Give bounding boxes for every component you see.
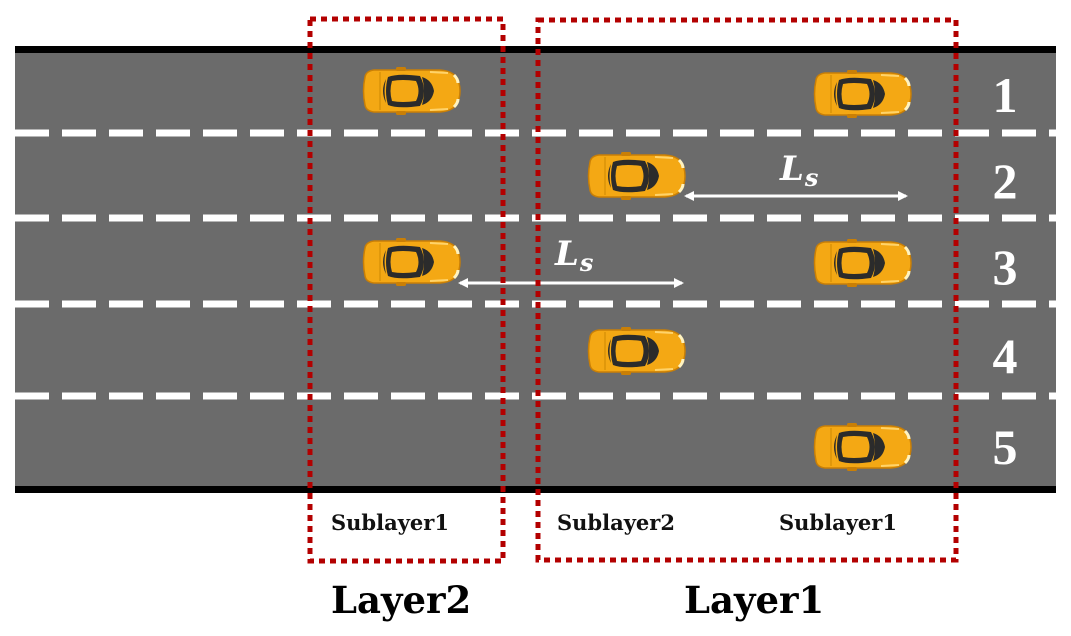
car — [362, 236, 462, 288]
lane-number-2: 2 — [992, 153, 1018, 209]
car — [362, 65, 462, 117]
sublayer-label-layer2: Sublayer1 — [331, 510, 449, 535]
sublayer-label-layer1-sub1: Sublayer1 — [779, 510, 897, 535]
lane-number-5: 5 — [992, 419, 1018, 475]
spacing-label-lower: Ls — [555, 237, 593, 280]
spacing-label-upper: Ls — [780, 152, 818, 195]
lane-number-3: 3 — [992, 239, 1018, 295]
layer1-frame — [535, 17, 959, 563]
layer-label-layer2: Layer2 — [331, 578, 472, 622]
car — [813, 237, 913, 289]
lane-number-4: 4 — [992, 328, 1018, 384]
sublayer-label-layer1-sub2: Sublayer2 — [557, 510, 675, 535]
spacing-label-subscript: s — [804, 163, 819, 192]
car — [587, 325, 687, 377]
lane-number-1: 1 — [992, 67, 1018, 123]
car — [813, 421, 913, 473]
car — [587, 150, 687, 202]
spacing-label-main: L — [780, 149, 804, 189]
spacing-label-subscript: s — [579, 248, 594, 277]
layer-label-layer1: Layer1 — [684, 578, 825, 622]
layer2-frame — [307, 16, 506, 564]
spacing-label-main: L — [555, 234, 579, 274]
car — [813, 68, 913, 120]
